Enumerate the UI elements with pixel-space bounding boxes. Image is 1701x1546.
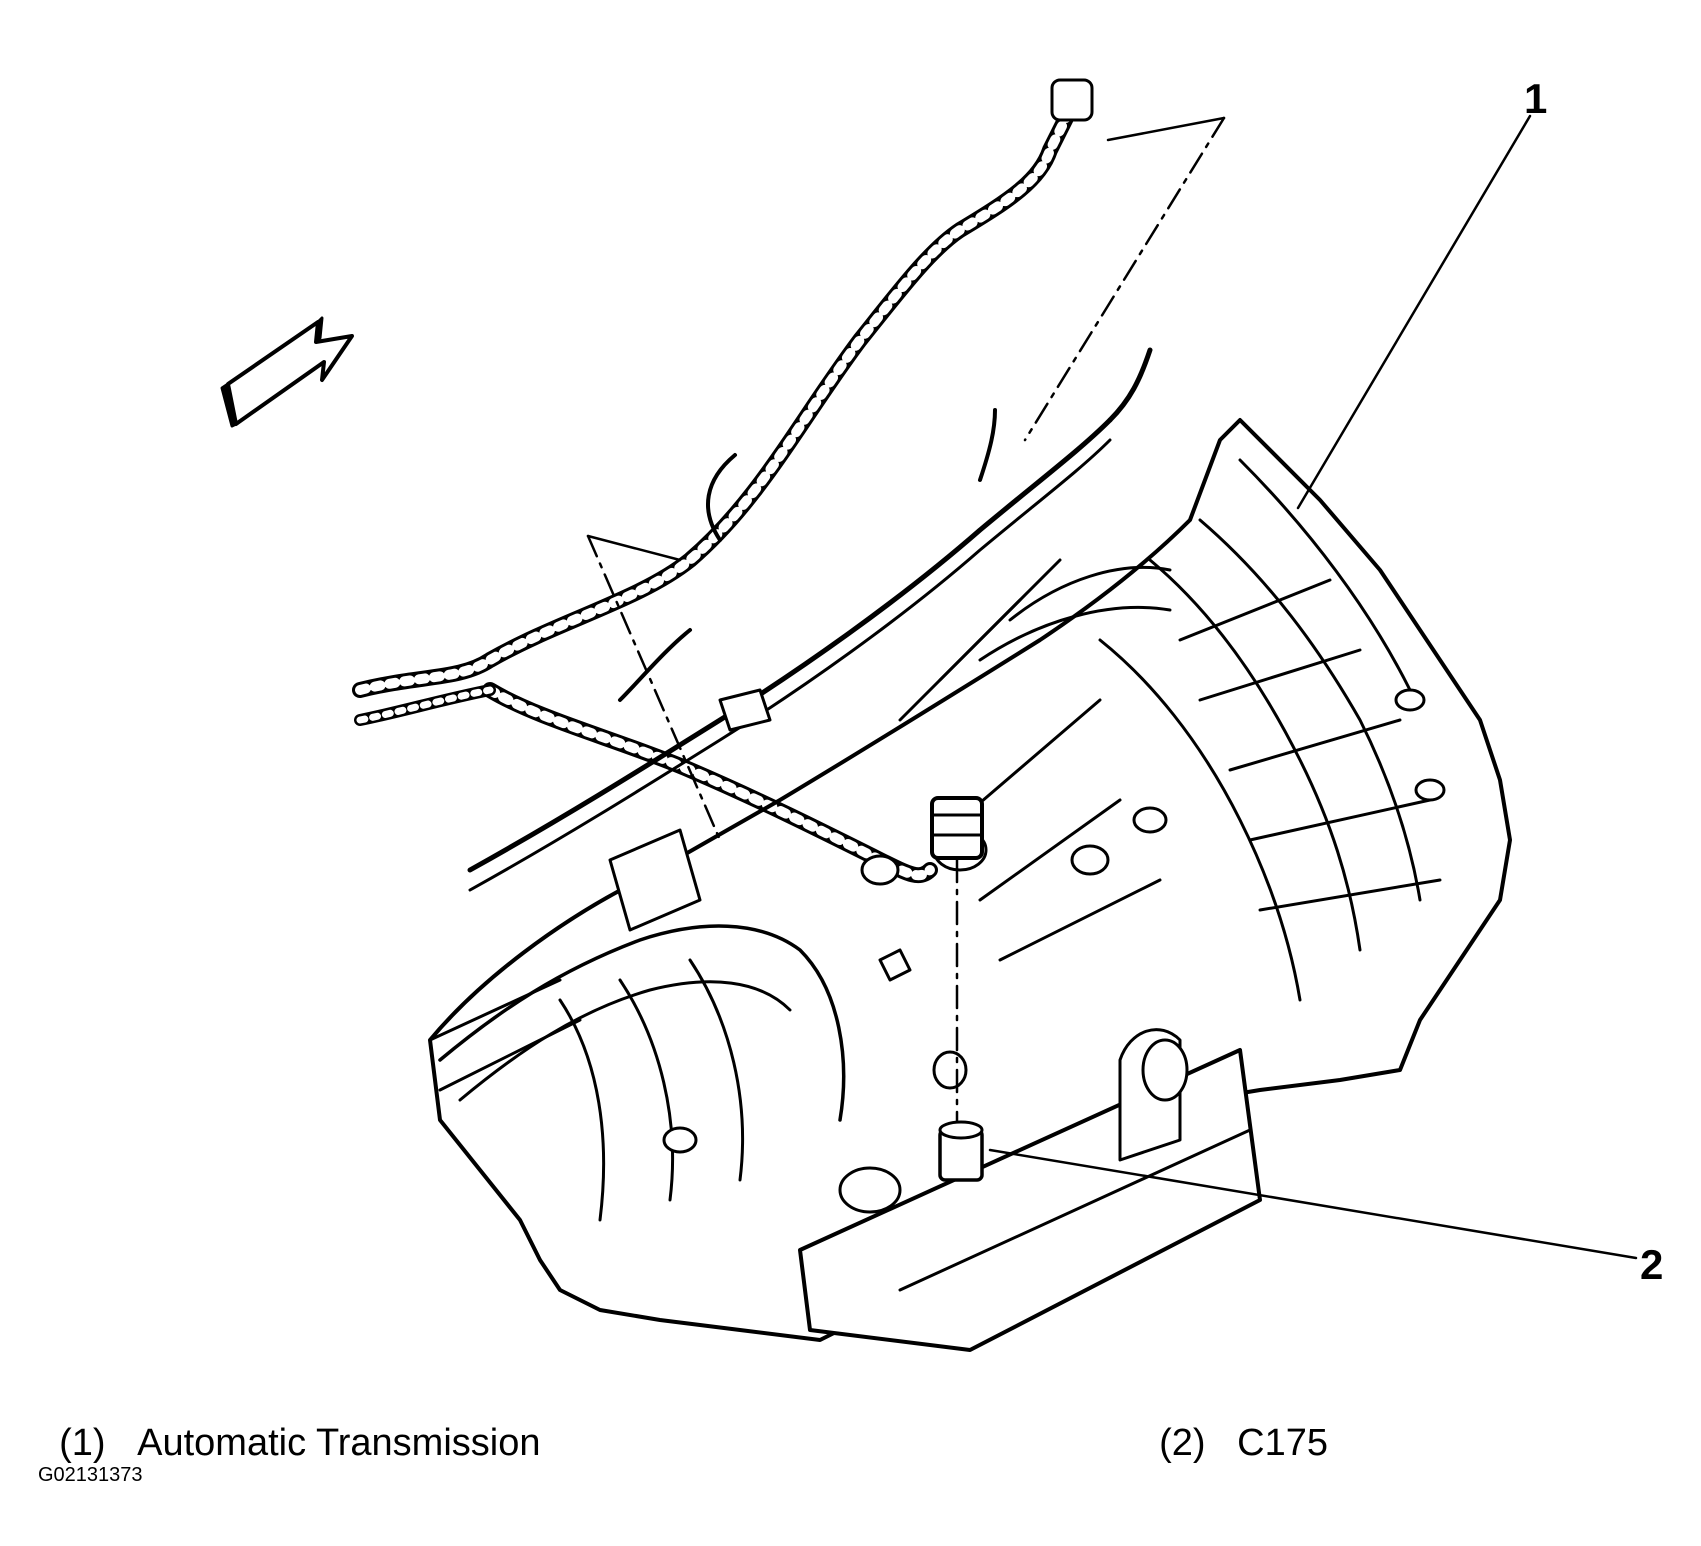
harness-leader-lines: [586, 116, 1226, 842]
callout-1: 1: [1524, 75, 1548, 122]
legend-label-2: C175: [1237, 1422, 1328, 1464]
wiring-harness: [352, 78, 1094, 884]
callout-leader-lines: [988, 114, 1638, 1260]
legend-label-1: Automatic Transmission: [137, 1422, 541, 1464]
figure-id: G02131373: [38, 1464, 143, 1486]
c175-connector: [930, 796, 984, 1182]
callout-2: 2: [1640, 1241, 1664, 1288]
legend-number-1: (1): [59, 1422, 106, 1464]
automatic-transmission-body: [428, 347, 1512, 1352]
arrow-forward-icon: [220, 316, 354, 428]
legend-item-2: (2) C175: [1138, 1386, 1328, 1462]
legend-item-1: (1) Automatic Transmission: [38, 1386, 541, 1464]
legend-number-2: (2): [1159, 1422, 1206, 1464]
